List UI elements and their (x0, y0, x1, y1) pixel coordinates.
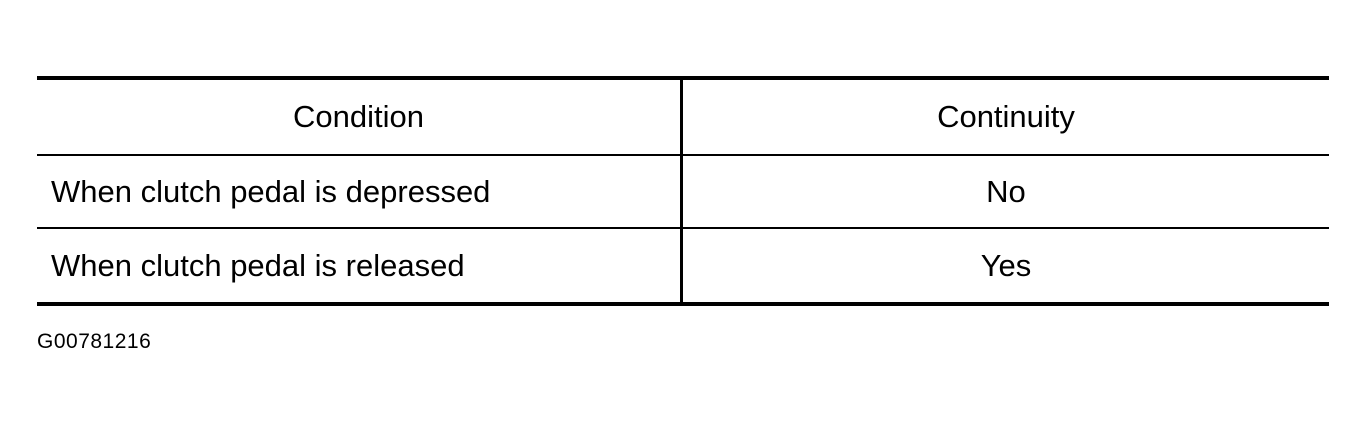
header-continuity: Continuity (937, 99, 1075, 134)
table-header-row: Condition Continuity (37, 80, 1329, 156)
continuity-table: Condition Continuity When clutch pedal i… (37, 76, 1329, 306)
condition-cell: When clutch pedal is depressed (37, 156, 683, 227)
header-condition: Condition (37, 80, 683, 154)
condition-cell: When clutch pedal is released (37, 229, 683, 302)
figure-code: G00781216 (37, 330, 152, 353)
table-row: When clutch pedal is released Yes (37, 229, 1329, 302)
continuity-cell: Yes (980, 247, 1032, 283)
continuity-cell: No (986, 173, 1026, 209)
table-row: When clutch pedal is depressed No (37, 156, 1329, 229)
